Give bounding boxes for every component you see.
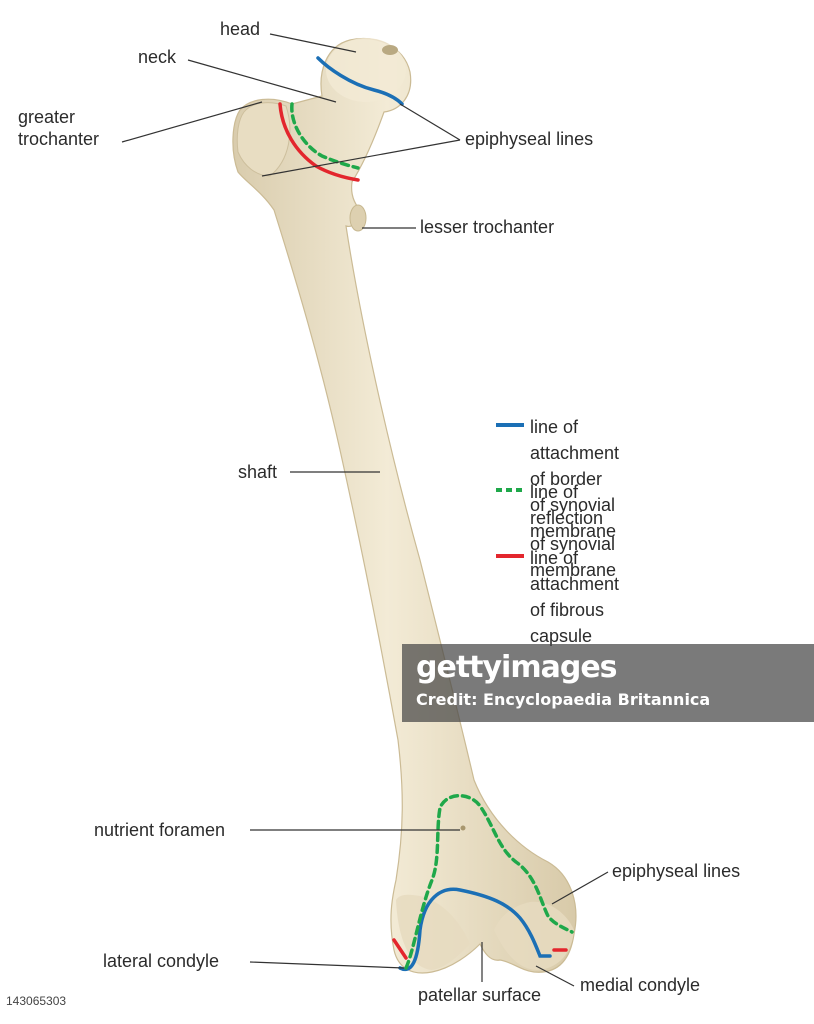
nutrient-foramen-mark — [460, 825, 466, 831]
label-lateral-condyle: lateral condyle — [103, 951, 220, 971]
label-patellar-surface: patellar surface — [418, 985, 542, 1005]
leader-lateral-condyle — [249, 961, 405, 969]
legend-text-fibrous-capsule: line of attachment of fibrous capsule — [530, 548, 620, 646]
leader-epiphyseal-top-b — [261, 139, 461, 177]
lateral-condyle-shape — [396, 894, 470, 970]
label-greater-trochanter: greater trochanter — [18, 107, 100, 149]
synovial-border-line-distal — [398, 887, 552, 972]
fibrous-capsule-line-lateral — [392, 938, 408, 960]
getty-logo: gettyimages — [416, 650, 618, 685]
femur-bone — [232, 37, 577, 974]
watermark-credit: Credit: Encyclopaedia Britannica — [416, 690, 711, 709]
synovial-reflection-line-distal — [404, 794, 574, 970]
stock-image-id: 143065303 — [0, 992, 73, 1010]
leader-head — [269, 33, 357, 53]
legend-swatch-red — [496, 554, 524, 558]
leader-epiphyseal-top-a — [399, 103, 461, 141]
label-lesser-trochanter: lesser trochanter — [420, 217, 555, 237]
label-nutrient-foramen: nutrient foramen — [94, 820, 226, 840]
label-neck: neck — [138, 47, 177, 67]
label-epiphyseal-lines-top: epiphyseal lines — [465, 129, 594, 149]
label-shaft: shaft — [238, 462, 278, 482]
legend-swatch-blue — [496, 423, 524, 427]
leader-medial-condyle — [535, 965, 575, 987]
label-head: head — [220, 19, 261, 39]
synovial-reflection-line-proximal — [290, 102, 360, 170]
synovial-border-line-proximal — [316, 56, 404, 106]
medial-condyle-shape — [494, 901, 574, 970]
legend-text-synovial-border: line of attachment of border of synovial… — [530, 417, 620, 541]
leader-epiphyseal-bottom — [551, 871, 609, 905]
leader-lines — [121, 33, 609, 987]
getty-watermark: gettyimages Credit: Encyclopaedia Britan… — [402, 644, 814, 722]
leader-greater-trochanter — [121, 101, 263, 143]
leader-neck — [187, 59, 337, 103]
label-epiphyseal-lines-bottom: epiphyseal lines — [612, 861, 741, 881]
greater-trochanter-shape — [236, 102, 291, 177]
label-medial-condyle: medial condyle — [580, 975, 701, 995]
lesser-trochanter-shape — [349, 204, 367, 232]
legend-swatch-green-dashed — [496, 488, 524, 492]
fovea-pit — [382, 45, 398, 55]
legend-text-synovial-reflection: line of reflection of synovial membrane — [530, 482, 617, 580]
